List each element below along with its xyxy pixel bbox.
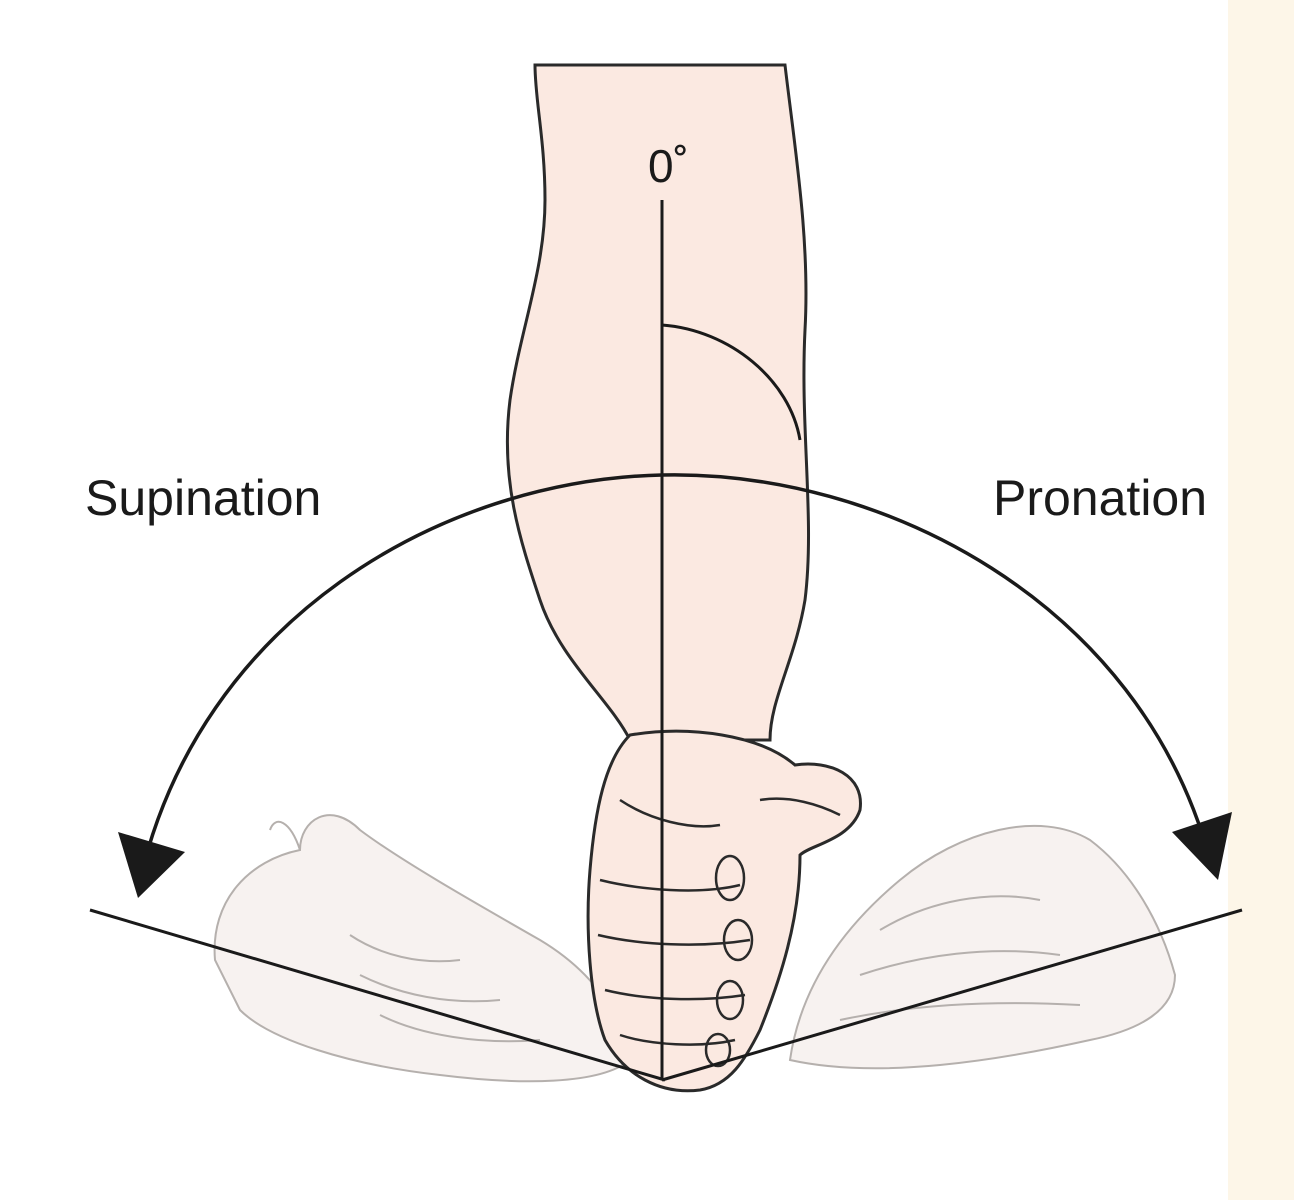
supination-arrowhead (118, 832, 185, 898)
pronation-end-line (661, 908, 1243, 1082)
forearm (505, 63, 810, 742)
pronation-arrowhead (1172, 812, 1232, 880)
pronation-label: Pronation (993, 470, 1207, 526)
angle-indicator-arc (661, 323, 802, 441)
rotation-arc (138, 473, 1212, 881)
supination-end-line (89, 908, 666, 1082)
zero-degree-label: 0˚ (648, 140, 689, 192)
supinated-hand-ghost (213, 814, 632, 1083)
pronated-hand-ghost (788, 824, 1177, 1070)
neutral-fist (586, 729, 862, 1093)
page-edge-strip (1228, 0, 1294, 1200)
supination-label: Supination (85, 470, 321, 526)
